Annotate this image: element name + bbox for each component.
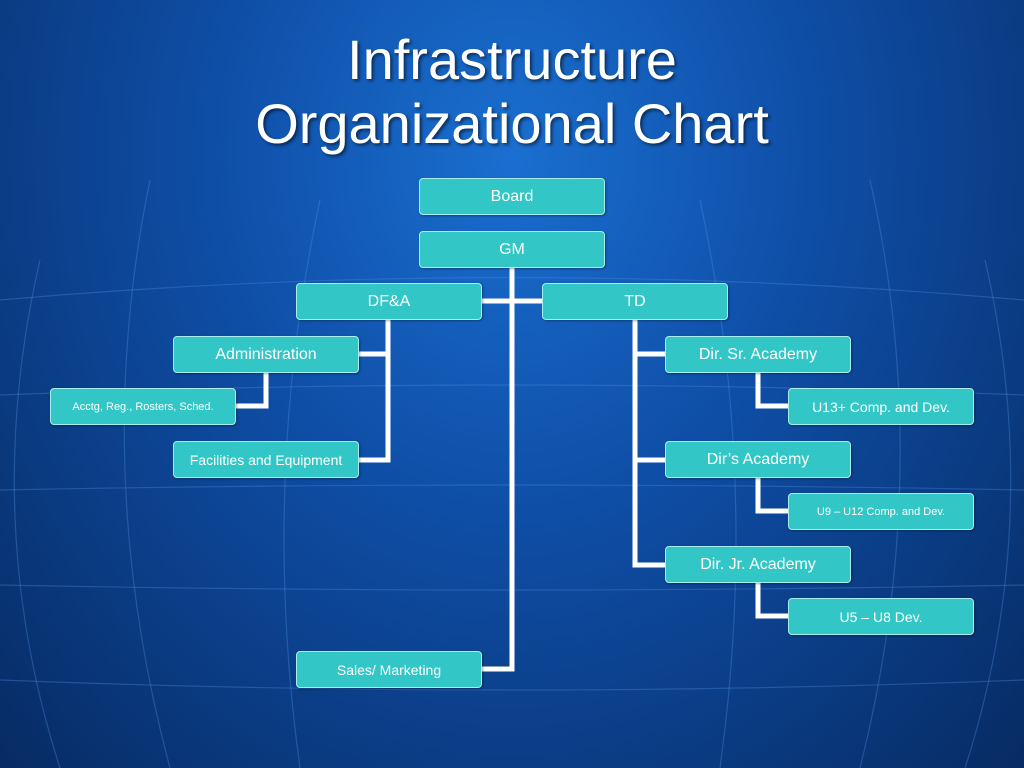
node-dir-sr-academy[interactable]: Dir. Sr. Academy bbox=[665, 336, 851, 373]
node-u13-label: U13+ Comp. and Dev. bbox=[812, 398, 950, 415]
node-u13[interactable]: U13+ Comp. and Dev. bbox=[788, 388, 974, 425]
connector-dirsr-u13 bbox=[755, 372, 788, 409]
node-sales[interactable]: Sales/ Marketing bbox=[296, 651, 482, 688]
node-administration[interactable]: Administration bbox=[173, 336, 359, 373]
node-td-label: TD bbox=[624, 292, 646, 310]
node-u9[interactable]: U9 – U12 Comp. and Dev. bbox=[788, 493, 974, 530]
node-td[interactable]: TD bbox=[542, 283, 728, 320]
connector-dfa-admin bbox=[358, 319, 391, 463]
node-dfa[interactable]: DF&A bbox=[296, 283, 482, 320]
node-u9-label: U9 – U12 Comp. and Dev. bbox=[816, 505, 946, 518]
connector-dirjr-u5 bbox=[755, 582, 788, 619]
node-dir-jr-academy-label: Dir. Jr. Academy bbox=[700, 555, 816, 573]
node-dir-sr-academy-label: Dir. Sr. Academy bbox=[698, 345, 818, 363]
node-sales-label: Sales/ Marketing bbox=[336, 661, 442, 678]
node-board-label: Board bbox=[490, 187, 534, 205]
node-acctg-label: Acctg, Reg., Rosters, Sched. bbox=[72, 400, 214, 413]
node-gm-label: GM bbox=[499, 240, 525, 258]
node-dirs-academy[interactable]: Dir’s Academy bbox=[665, 441, 851, 478]
title-line-2: Organizational Chart bbox=[255, 92, 769, 155]
connector-gm-sales bbox=[482, 267, 515, 672]
node-dirs-academy-label: Dir’s Academy bbox=[706, 450, 810, 468]
node-u5-label: U5 – U8 Dev. bbox=[839, 608, 923, 625]
connector-admin-acctg bbox=[236, 372, 269, 409]
title-line-1: Infrastructure bbox=[347, 28, 677, 91]
connector-dirs-u9 bbox=[755, 477, 788, 514]
page-title: Infrastructure Organizational Chart bbox=[0, 28, 1024, 156]
connector-td-dirs bbox=[632, 319, 665, 568]
node-board[interactable]: Board bbox=[419, 178, 605, 215]
node-gm[interactable]: GM bbox=[419, 231, 605, 268]
node-dir-jr-academy[interactable]: Dir. Jr. Academy bbox=[665, 546, 851, 583]
node-facilities-label: Facilities and Equipment bbox=[189, 451, 343, 468]
node-dfa-label: DF&A bbox=[367, 292, 411, 310]
node-acctg[interactable]: Acctg, Reg., Rosters, Sched. bbox=[50, 388, 236, 425]
node-u5[interactable]: U5 – U8 Dev. bbox=[788, 598, 974, 635]
node-administration-label: Administration bbox=[215, 345, 317, 363]
node-facilities[interactable]: Facilities and Equipment bbox=[173, 441, 359, 478]
